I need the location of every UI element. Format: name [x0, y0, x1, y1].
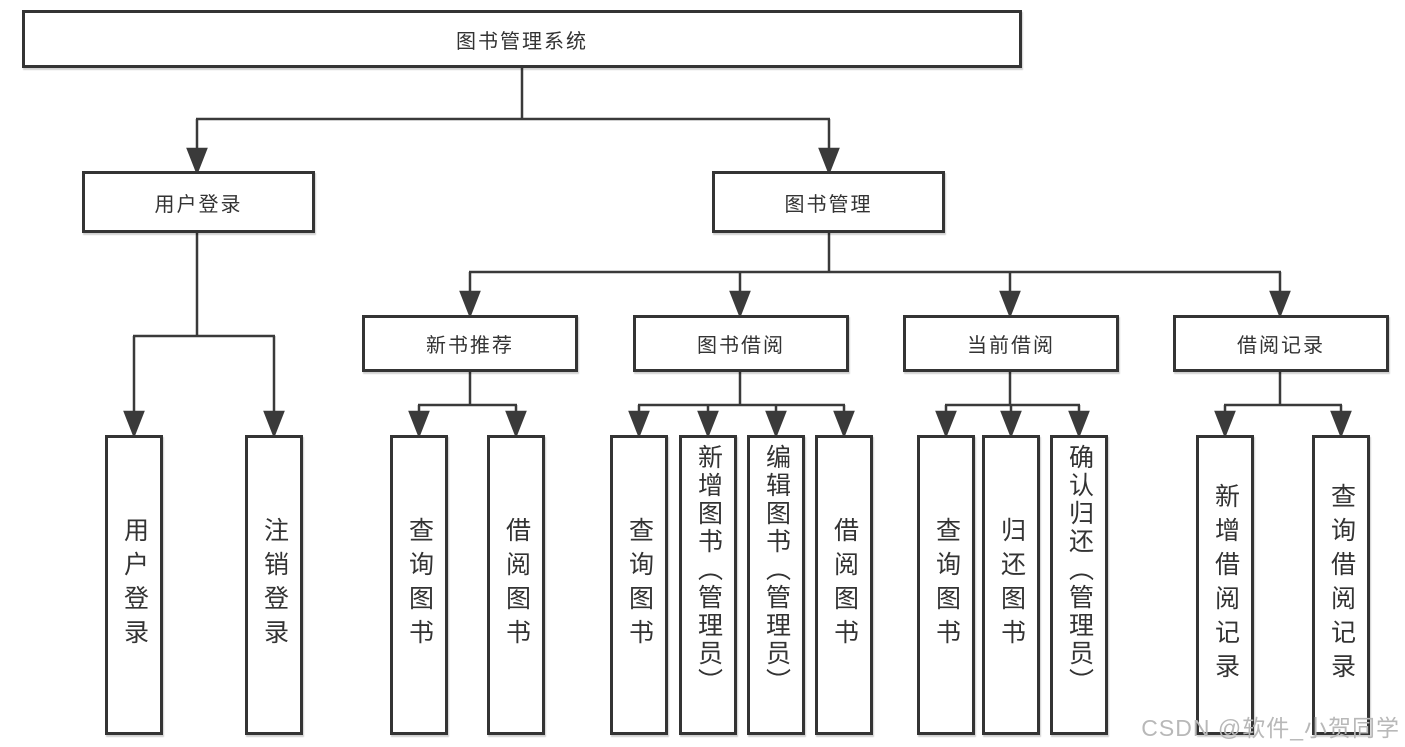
- arrowhead-down-icon: [1330, 410, 1352, 439]
- leaf-records-query-record: 查询借阅记录: [1312, 435, 1370, 735]
- leaf-label: 查询图书: [405, 517, 434, 653]
- arrowhead-down-icon: [263, 410, 285, 439]
- leaf-logout-login: 注销登录: [245, 435, 303, 735]
- arrowhead-down-icon: [765, 410, 787, 439]
- leaf-label: 归还图书: [997, 517, 1026, 653]
- arrowhead-down-icon: [628, 410, 650, 439]
- arrowhead-down-icon: [505, 410, 527, 439]
- arrowhead-down-icon: [999, 290, 1021, 319]
- csdn-watermark: CSDN @软件_小贺同学: [1141, 715, 1400, 741]
- connector-user-login-to-leaves: [123, 233, 285, 439]
- leaf-label: 查询图书: [932, 517, 961, 653]
- arrowhead-down-icon: [1068, 410, 1090, 439]
- leaf-user-login: 用户登录: [105, 435, 163, 735]
- leaf-records-add-record: 新增借阅记录: [1196, 435, 1254, 735]
- arrowhead-down-icon: [186, 147, 208, 176]
- node-book-borrow: 图书借阅: [633, 315, 849, 372]
- arrowhead-down-icon: [408, 410, 430, 439]
- leaf-borrow-add-books-admin: 新增图书（管理员）: [679, 435, 737, 735]
- leaf-current-query-books: 查询图书: [917, 435, 975, 735]
- leaf-current-confirm-return-admin: 确认归还（管理员）: [1050, 435, 1108, 735]
- arrowhead-down-icon: [729, 290, 751, 319]
- arrowhead-down-icon: [1000, 410, 1022, 439]
- arrowhead-down-icon: [935, 410, 957, 439]
- arrowhead-down-icon: [459, 290, 481, 319]
- arrowhead-down-icon: [833, 410, 855, 439]
- leaf-borrow-borrow-books: 借阅图书: [815, 435, 873, 735]
- leaf-label: 查询图书: [625, 517, 654, 653]
- arrowhead-down-icon: [123, 410, 145, 439]
- leaf-label: 确认归还（管理员）: [1065, 444, 1094, 696]
- leaf-label: 用户登录: [120, 517, 149, 653]
- leaf-label: 注销登录: [260, 517, 289, 653]
- node-new-book-recommend: 新书推荐: [362, 315, 578, 372]
- leaf-label: 新增借阅记录: [1211, 483, 1240, 687]
- node-library-management-system: 图书管理系统: [22, 10, 1022, 68]
- connector-new-book-recommend-to-leaves: [408, 372, 527, 439]
- connector-current-borrow-to-leaves: [935, 372, 1090, 439]
- node-borrow-records: 借阅记录: [1173, 315, 1389, 372]
- connector-book-borrow-to-leaves: [628, 372, 855, 439]
- arrowhead-down-icon: [818, 147, 840, 176]
- connector-root-to-level2: [186, 68, 840, 176]
- leaf-current-return-books: 归还图书: [982, 435, 1040, 735]
- connector-borrow-records-to-leaves: [1214, 372, 1352, 439]
- node-current-borrow: 当前借阅: [903, 315, 1119, 372]
- arrowhead-down-icon: [1269, 290, 1291, 319]
- leaf-label: 查询借阅记录: [1327, 483, 1356, 687]
- leaf-borrow-edit-books-admin: 编辑图书（管理员）: [747, 435, 805, 735]
- arrowhead-down-icon: [1214, 410, 1236, 439]
- arrowhead-down-icon: [697, 410, 719, 439]
- leaf-label: 编辑图书（管理员）: [762, 444, 791, 696]
- leaf-label: 新增图书（管理员）: [694, 444, 723, 696]
- leaf-newrec-borrow-books: 借阅图书: [487, 435, 545, 735]
- leaf-newrec-query-books: 查询图书: [390, 435, 448, 735]
- node-book-management: 图书管理: [712, 171, 945, 233]
- leaf-borrow-query-books: 查询图书: [610, 435, 668, 735]
- node-user-login: 用户登录: [82, 171, 315, 233]
- leaf-label: 借阅图书: [830, 517, 859, 653]
- leaf-label: 借阅图书: [502, 517, 531, 653]
- connector-book-management-to-level3: [459, 233, 1291, 319]
